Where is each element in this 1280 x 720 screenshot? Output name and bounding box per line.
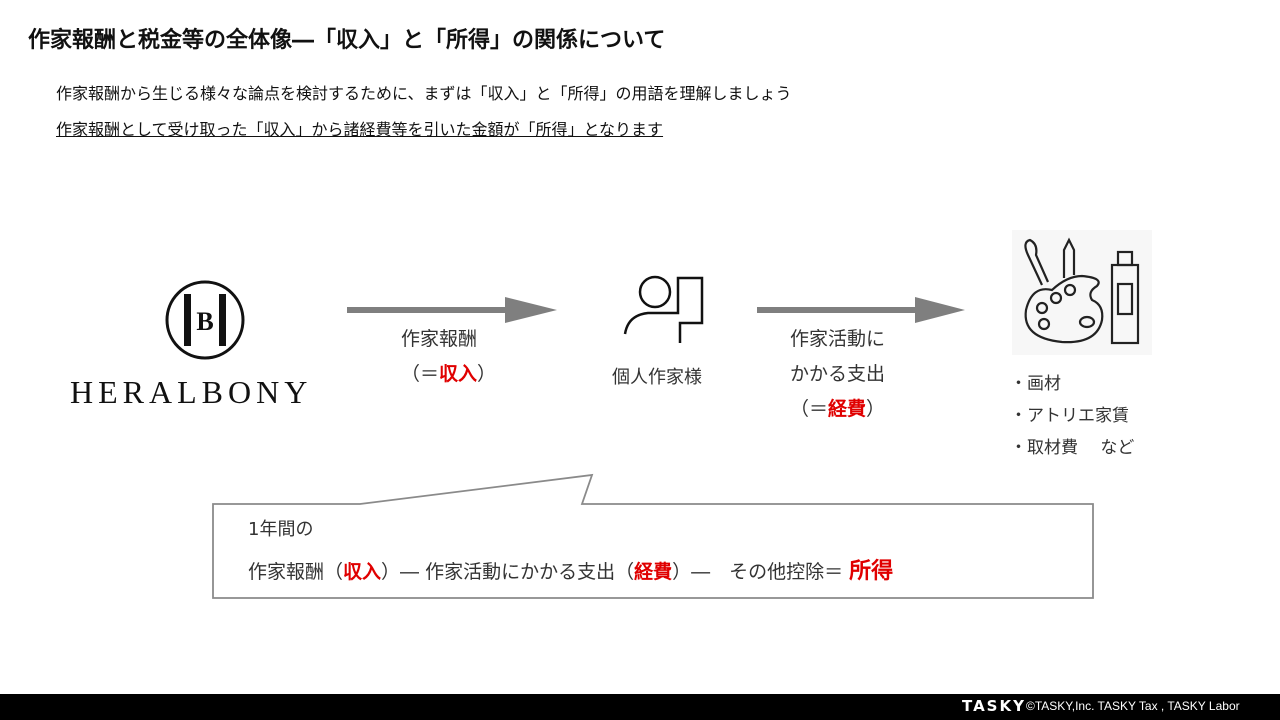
- paren: （＝: [401, 363, 440, 385]
- formula-text: ）― その他控除＝: [672, 561, 850, 583]
- income-formula: 作家報酬（収入）― 作家活動にかかる支出（経費）― その他控除＝ 所得: [248, 553, 893, 585]
- brand-name: HERALBONY: [70, 374, 313, 410]
- expense-term: 経費: [634, 561, 673, 583]
- formula-text: ）― 作家活動にかかる支出（: [381, 561, 635, 583]
- svg-text:B: B: [196, 307, 213, 336]
- expense-term: 経費: [828, 398, 867, 420]
- arrow-right-icon: [757, 297, 965, 323]
- result-term: 所得: [849, 559, 894, 584]
- intro-text: 作家報酬から生じる様々な論点を検討するために、まずは「収入」と「所得」の用語を理…: [56, 84, 792, 103]
- heralbony-mark-icon: B: [165, 280, 245, 360]
- callout-box: [212, 473, 1094, 599]
- artist-icon: [623, 275, 704, 343]
- definition-text: 作家報酬として受け取った「収入」から諸経費等を引いた金額が「所得」となります: [56, 120, 664, 139]
- footer-bar: TASKY ©TASKY,Inc. TASKY Tax , TASKY Labo…: [0, 694, 1280, 720]
- paren: （＝: [790, 398, 829, 420]
- footer-copyright: ©TASKY,Inc. TASKY Tax , TASKY Labor: [1026, 699, 1240, 713]
- art-supplies-icon: [1012, 230, 1152, 355]
- expense-label: 作家活動に かかる支出 （＝経費）: [790, 322, 885, 427]
- paren: ）: [477, 363, 497, 385]
- paren: ）: [866, 398, 886, 420]
- label-text: 作家報酬: [401, 328, 478, 350]
- footer-brand: TASKY: [962, 697, 1026, 715]
- income-label: 作家報酬 （＝収入）: [401, 322, 496, 392]
- income-term: 収入: [439, 363, 478, 385]
- label-text: 作家活動に: [790, 328, 886, 350]
- expense-list: ・画材 ・アトリエ家賃 ・取材費 など: [1010, 368, 1134, 464]
- expense-item: ・取材費 など: [1010, 438, 1135, 458]
- page-title: 作家報酬と税金等の全体像―「収入」と「所得」の関係について: [28, 28, 666, 53]
- expense-item: ・アトリエ家賃: [1010, 406, 1129, 426]
- callout-period: 1年間の: [248, 519, 314, 540]
- heralbony-logo: B HERALBONY: [70, 280, 340, 410]
- income-term: 収入: [343, 561, 382, 583]
- label-text: かかる支出: [790, 363, 886, 385]
- arrow-right-icon: [347, 297, 557, 323]
- artist-label: 個人作家様: [612, 367, 702, 388]
- formula-text: 作家報酬（: [248, 561, 344, 583]
- expense-item: ・画材: [1010, 374, 1061, 394]
